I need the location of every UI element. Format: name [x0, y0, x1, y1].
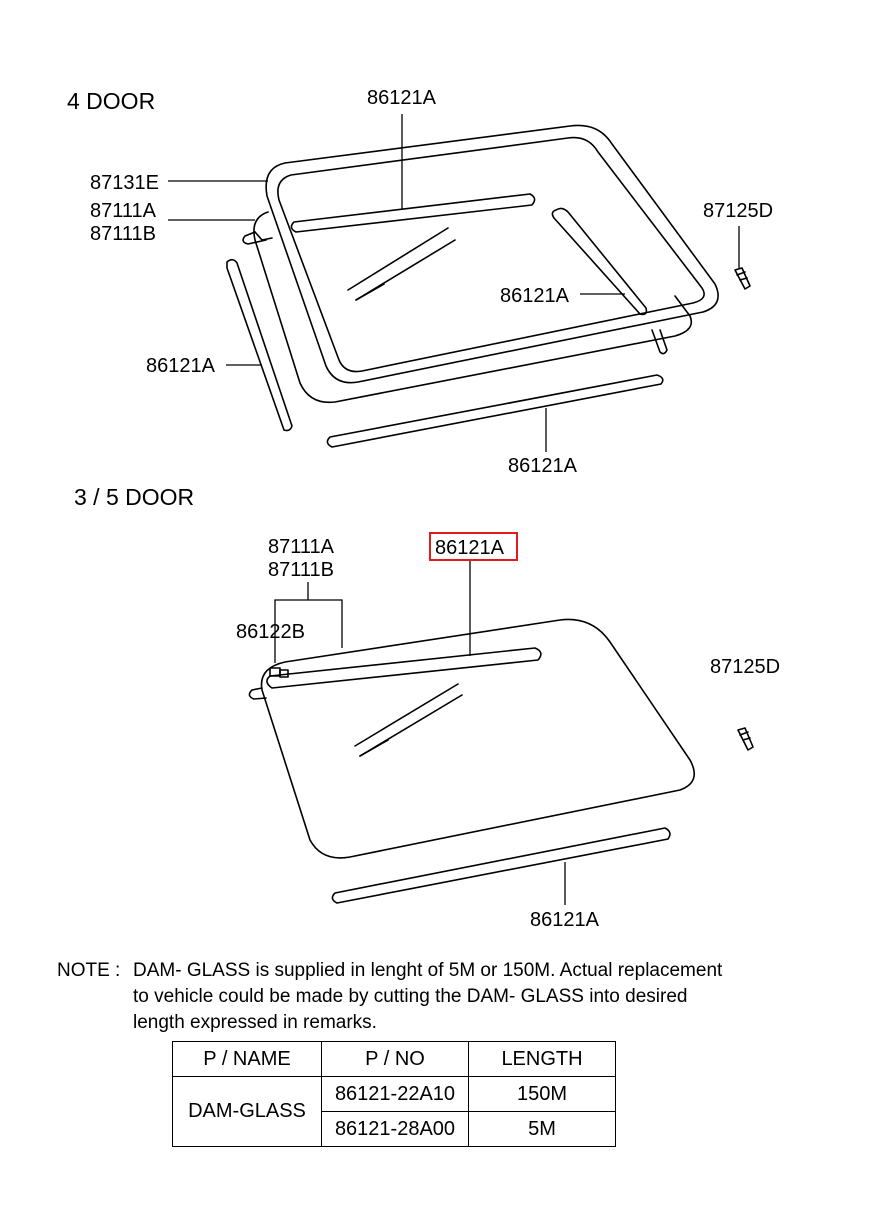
section-title-3-5-door: 3 / 5 DOOR [74, 484, 194, 510]
label-87125d-3-5door: 87125D [710, 656, 780, 678]
header-length: LENGTH [468, 1041, 616, 1077]
table-header-row: P / NAME P / NO LENGTH [172, 1041, 616, 1077]
table-row: 86121-28A00 5M [173, 1111, 616, 1147]
dam-glass-strips-4door [226, 193, 664, 448]
table-row: DAM-GLASS 86121-22A10 150M [172, 1076, 616, 1147]
highlight-box [429, 532, 518, 561]
clip-87125d-4door [734, 267, 751, 290]
spec-table: P / NAME P / NO LENGTH DAM-GLASS 86121-2… [172, 1041, 616, 1147]
note-line-2: to vehicle could be made by cutting the … [133, 986, 688, 1007]
label-87111b-4door: 87111B [90, 223, 156, 245]
label-87111a-4door: 87111A [90, 200, 157, 222]
section-title-4-door: 4 DOOR [67, 88, 155, 114]
cell-p-name: DAM-GLASS [172, 1076, 322, 1147]
glass-4door [242, 211, 693, 404]
label-86121a-bottom-3-5door: 86121A [530, 909, 600, 931]
fastener-86122b [269, 667, 289, 678]
label-86121a-top-4door: 86121A [367, 87, 437, 109]
cell-p-no: 86121-28A00 [321, 1111, 469, 1147]
label-86122b: 86122B [236, 621, 305, 643]
label-86121a-top-3-5door: 86121A [435, 537, 505, 559]
label-87125d-4door: 87125D [703, 200, 773, 222]
label-87131e: 87131E [90, 172, 159, 194]
parts-diagram: 4 DOOR 86121A 87131E 87111A [67, 87, 780, 931]
outer-moulding-4door [265, 124, 719, 384]
glass-3-5door [248, 618, 696, 859]
note-line-1: DAM- GLASS is supplied in lenght of 5M o… [133, 960, 723, 981]
dam-glass-strips-3-5door [266, 647, 671, 904]
label-87111b-3-5door: 87111B [268, 559, 334, 581]
note-prefix: NOTE : [57, 960, 121, 981]
label-87111a-3-5door: 87111A [268, 536, 335, 558]
cell-length: 150M [468, 1076, 616, 1112]
label-86121a-left-4door: 86121A [146, 355, 216, 377]
clip-87125d-3-5door [737, 727, 754, 751]
header-p-name: P / NAME [172, 1041, 322, 1077]
label-86121a-bottom-4door: 86121A [508, 455, 578, 477]
note-line-3: length expressed in remarks. [133, 1012, 377, 1033]
cell-length: 5M [468, 1111, 616, 1147]
label-86121a-right-4door: 86121A [500, 285, 570, 307]
header-p-no: P / NO [321, 1041, 469, 1077]
cell-p-no: 86121-22A10 [321, 1076, 469, 1112]
